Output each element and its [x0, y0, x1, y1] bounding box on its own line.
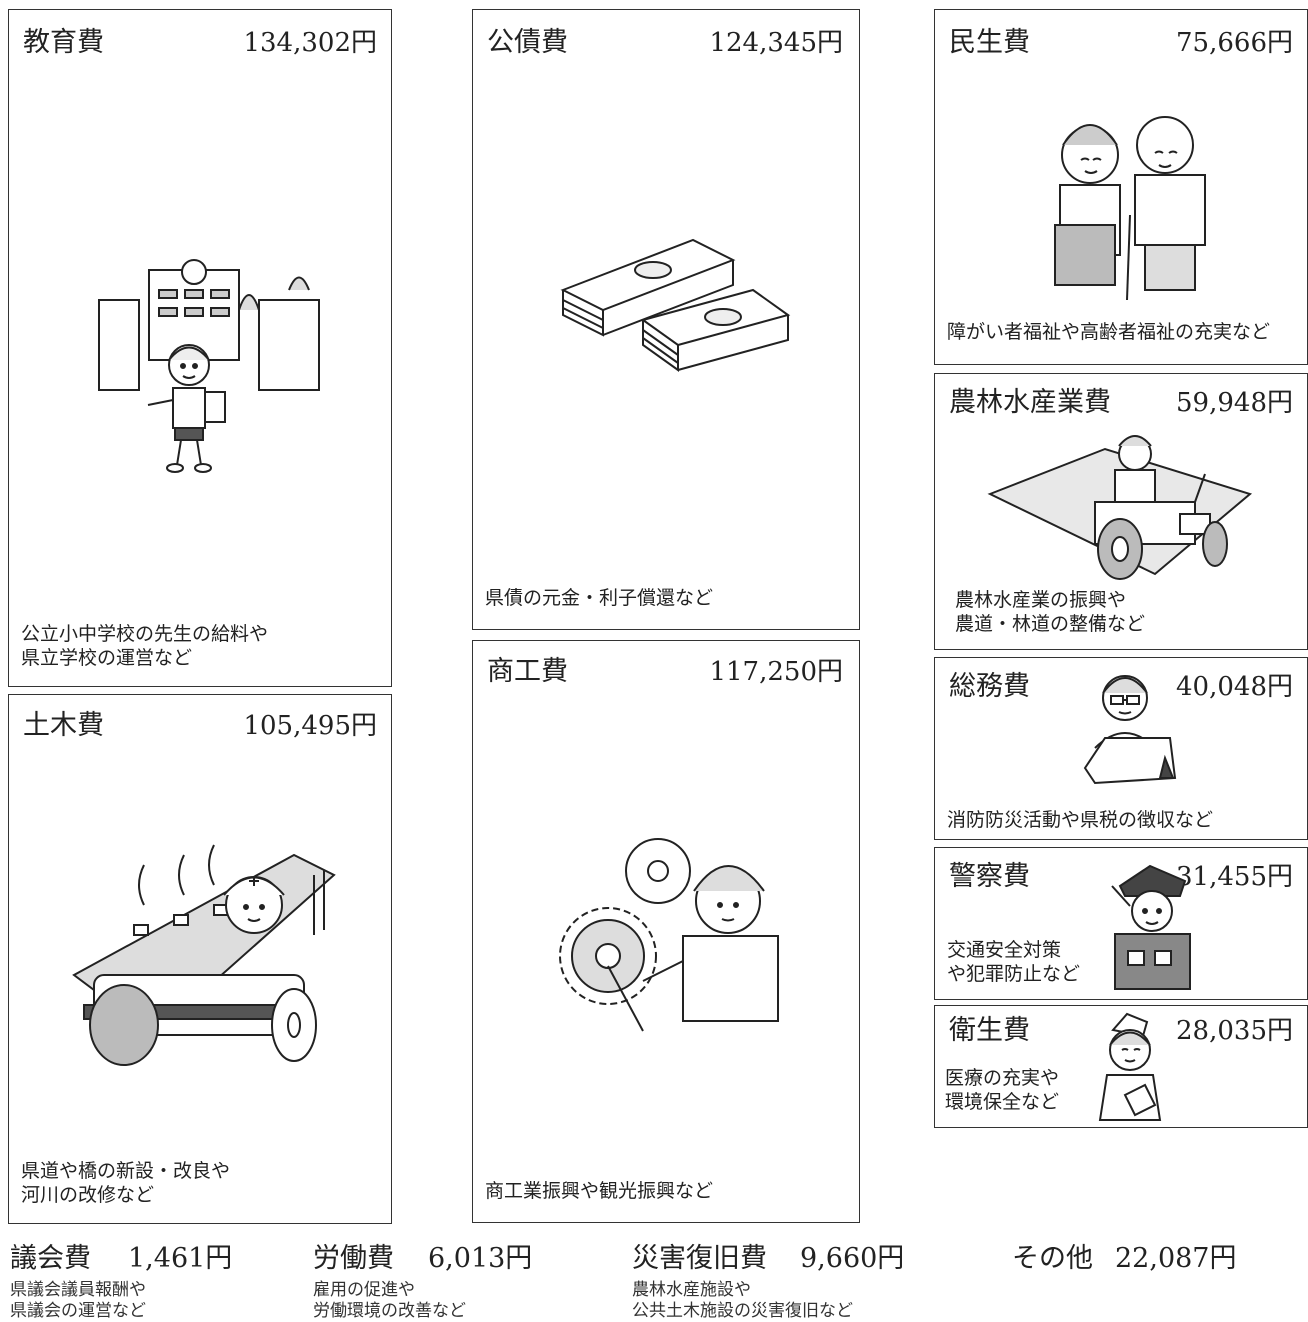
labor-description: 雇用の促進や 労働環境の改善など: [313, 1280, 466, 1321]
agriculture-description: 農林水産業の振興や 農道・林道の整備など: [955, 589, 1146, 635]
education-amount: 134,302円: [243, 28, 377, 58]
tractor-icon: [985, 424, 1255, 584]
school-child-icon: [89, 250, 329, 500]
commerce-title: 商工費: [487, 656, 568, 687]
commerce-amount: 117,250円: [709, 657, 843, 687]
welfare-title: 民生費: [949, 27, 1030, 58]
disaster-title: 災害復旧費: [632, 1243, 767, 1274]
commerce-card: 商工費 117,250円 商工業振興や観光振興など: [472, 640, 860, 1223]
police-description: 交通安全対策 や犯罪防止など: [947, 939, 1081, 985]
civil-engineering-card: 土木費 105,495円 県道や橋の新設・改良や 河川の改修など: [8, 694, 392, 1224]
public-debt-amount: 124,345円: [709, 28, 843, 58]
education-description: 公立小中学校の先生の給料や 県立学校の運営など: [21, 623, 269, 669]
nurse-icon: [1085, 1010, 1175, 1128]
office-worker-icon: [1075, 668, 1185, 798]
civil-engineering-amount: 105,495円: [243, 711, 377, 741]
health-title: 衛生費: [949, 1015, 1030, 1046]
general-affairs-card: 総務費 40,048円 消防防災活動や県税の徴収など: [934, 657, 1308, 840]
education-card: 教育費 134,302円: [8, 9, 392, 687]
elderly-couple-icon: [1035, 105, 1225, 305]
other-amount: 22,087円: [1115, 1243, 1237, 1274]
disaster-amount: 9,660円: [800, 1243, 905, 1274]
civil-engineering-description: 県道や橋の新設・改良や 河川の改修など: [21, 1160, 231, 1206]
health-amount: 28,035円: [1176, 1016, 1293, 1046]
health-card: 衛生費 28,035円 医療の充実や 環境保全など: [934, 1005, 1308, 1128]
agriculture-title: 農林水産業費: [949, 387, 1111, 418]
civil-engineering-title: 土木費: [23, 710, 104, 741]
public-debt-description: 県債の元金・利子償還など: [485, 587, 714, 609]
assembly-title: 議会費: [10, 1243, 91, 1274]
disaster-description: 農林水産施設や 公共土木施設の災害復旧など: [632, 1280, 853, 1321]
other-title: その他: [1012, 1243, 1093, 1274]
police-title: 警察費: [949, 861, 1030, 892]
general-affairs-description: 消防防災活動や県税の徴収など: [947, 809, 1214, 831]
assembly-description: 県議会議員報酬や 県議会の運営など: [10, 1280, 146, 1321]
general-affairs-title: 総務費: [949, 671, 1030, 702]
agriculture-card: 農林水産業費 59,948円 農林水産業の振興や 農道・林道の整備など: [934, 373, 1308, 650]
welfare-amount: 75,666円: [1176, 28, 1293, 58]
money-bundle-icon: [553, 220, 793, 410]
public-debt-title: 公債費: [487, 27, 568, 58]
education-title: 教育費: [23, 27, 104, 58]
gear-worker-icon: [548, 831, 788, 1041]
welfare-description: 障がい者福祉や高齢者福祉の充実など: [947, 321, 1271, 343]
police-card: 警察費 31,455円 交通安全対策 や犯罪防止など: [934, 847, 1308, 1000]
welfare-card: 民生費 75,666円 障がい者福祉や高齢者福祉の充実など: [934, 9, 1308, 365]
public-debt-card: 公債費 124,345円 県債の元金・利子償還など: [472, 9, 860, 630]
labor-amount: 6,013円: [428, 1243, 533, 1274]
health-description: 医療の充実や 環境保全など: [945, 1067, 1060, 1113]
agriculture-amount: 59,948円: [1176, 388, 1293, 418]
general-affairs-amount: 40,048円: [1176, 672, 1293, 702]
road-roller-icon: [64, 835, 344, 1095]
labor-title: 労働費: [313, 1243, 394, 1274]
police-amount: 31,455円: [1176, 862, 1293, 892]
police-officer-icon: [1100, 856, 1200, 996]
assembly-amount: 1,461円: [128, 1243, 233, 1274]
commerce-description: 商工業振興や観光振興など: [485, 1180, 714, 1202]
